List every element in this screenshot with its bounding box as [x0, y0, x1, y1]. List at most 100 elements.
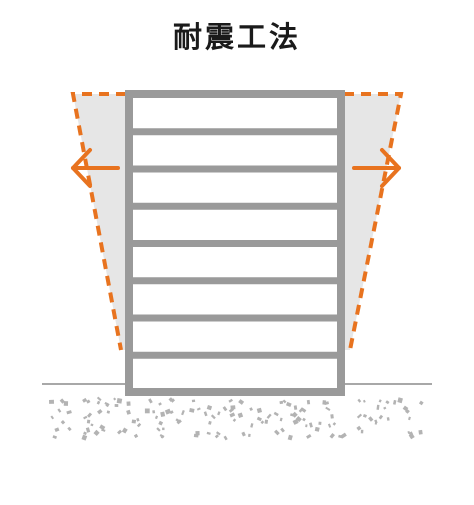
gravel-speck — [360, 429, 364, 434]
gravel-speck — [208, 420, 212, 425]
gravel-speck — [158, 402, 162, 406]
gravel-speck — [302, 417, 306, 422]
gravel-speck — [96, 400, 101, 405]
gravel-speck — [148, 398, 153, 404]
gravel-speck — [383, 406, 387, 410]
gravel-speck — [222, 406, 228, 412]
gravel-speck — [83, 415, 88, 420]
gravel-speck — [301, 407, 307, 413]
gravel-speck — [402, 405, 409, 412]
gravel-speck — [248, 433, 251, 438]
gravel-speck — [116, 398, 123, 404]
gravel-speck — [59, 398, 65, 404]
gravel-speck — [374, 419, 378, 424]
gravel-speck — [176, 419, 182, 425]
gravel-speck — [181, 409, 185, 416]
gravel-speck — [229, 412, 236, 418]
gravel-speck — [156, 427, 161, 432]
gravel-speck — [113, 397, 117, 401]
gravel-speck — [189, 408, 195, 413]
gravel-speck — [295, 416, 302, 423]
arrow-right-icon — [352, 148, 401, 188]
gravel-speck — [280, 427, 285, 433]
gravel-speck — [386, 417, 390, 421]
gravel-speck — [385, 400, 390, 405]
gravel-speck — [318, 421, 322, 425]
gravel-speck — [217, 411, 221, 416]
gravel-speck — [356, 425, 362, 431]
gravel-speck — [86, 412, 93, 418]
gravel-speck — [136, 417, 140, 422]
gravel-speck — [85, 427, 91, 433]
gravel-speck — [397, 397, 403, 404]
gravel-speck — [60, 420, 66, 425]
arrow-left-icon — [71, 148, 120, 188]
gravel-speck — [97, 409, 103, 415]
gravel-speck — [314, 426, 320, 432]
gravel-speck — [241, 431, 246, 437]
gravel-speck — [86, 399, 91, 404]
gravel-speck — [210, 414, 216, 420]
gravel-speck — [238, 399, 245, 405]
gravel-speck — [392, 399, 397, 405]
gravel-speck — [405, 409, 410, 414]
gravel-speck — [105, 402, 110, 408]
gravel-speck — [250, 423, 254, 428]
gravel-speck — [203, 411, 208, 417]
gravel-speck — [223, 435, 228, 441]
floor-slab — [129, 128, 341, 136]
gravel-speck — [378, 414, 384, 420]
gravel-speck — [131, 419, 137, 424]
gravel-speck — [368, 416, 374, 422]
gravel-speck — [93, 429, 100, 437]
gravel-speck — [63, 401, 69, 406]
gravel-speck — [126, 401, 131, 406]
gravel-speck — [378, 399, 382, 403]
gravel-speck — [206, 431, 211, 435]
gravel-speck — [169, 410, 174, 415]
right-sway-outline — [344, 92, 404, 351]
building — [125, 90, 345, 396]
gravel-speck — [279, 417, 283, 422]
gravel-speck — [256, 407, 263, 414]
gravel-speck — [256, 416, 262, 422]
gravel-speck — [144, 408, 150, 414]
gravel-speck — [195, 431, 200, 436]
gravel-speck — [67, 426, 72, 432]
gravel-speck — [232, 418, 237, 422]
gravel-speck — [101, 428, 106, 432]
gravel-speck — [322, 400, 327, 405]
gravel-speck — [158, 420, 164, 426]
gravel-speck — [407, 431, 411, 434]
gravel-speck — [332, 422, 337, 426]
gravel-speck — [306, 434, 312, 439]
right-sway-zone — [344, 94, 401, 350]
gravel-speck — [133, 433, 139, 439]
gravel-speck — [152, 410, 156, 414]
floor-slab — [129, 240, 341, 247]
gravel-speck — [160, 411, 166, 417]
gravel-speck — [287, 434, 293, 441]
gravel-speck — [376, 404, 380, 410]
gravel-speck — [49, 399, 55, 404]
gravel-speck — [162, 427, 165, 431]
ground-gravel — [49, 396, 424, 441]
gravel-speck — [306, 399, 311, 405]
floor-slab — [129, 202, 341, 210]
gravel-speck — [154, 415, 159, 420]
gravel-speck — [81, 434, 88, 441]
gravel-speck — [338, 434, 344, 439]
gravel-speck — [136, 422, 142, 428]
gravel-speck — [418, 400, 424, 406]
gravel-speck — [54, 427, 60, 432]
gravel-speck — [292, 419, 299, 425]
gravel-speck — [325, 406, 331, 411]
gravel-speck — [96, 396, 102, 402]
gravel-speck — [66, 410, 72, 415]
gravel-speck — [309, 422, 313, 428]
floor-slab — [129, 165, 341, 173]
gravel-speck — [357, 398, 362, 403]
gravel-speck — [279, 400, 284, 405]
gravel-speck — [90, 423, 94, 427]
